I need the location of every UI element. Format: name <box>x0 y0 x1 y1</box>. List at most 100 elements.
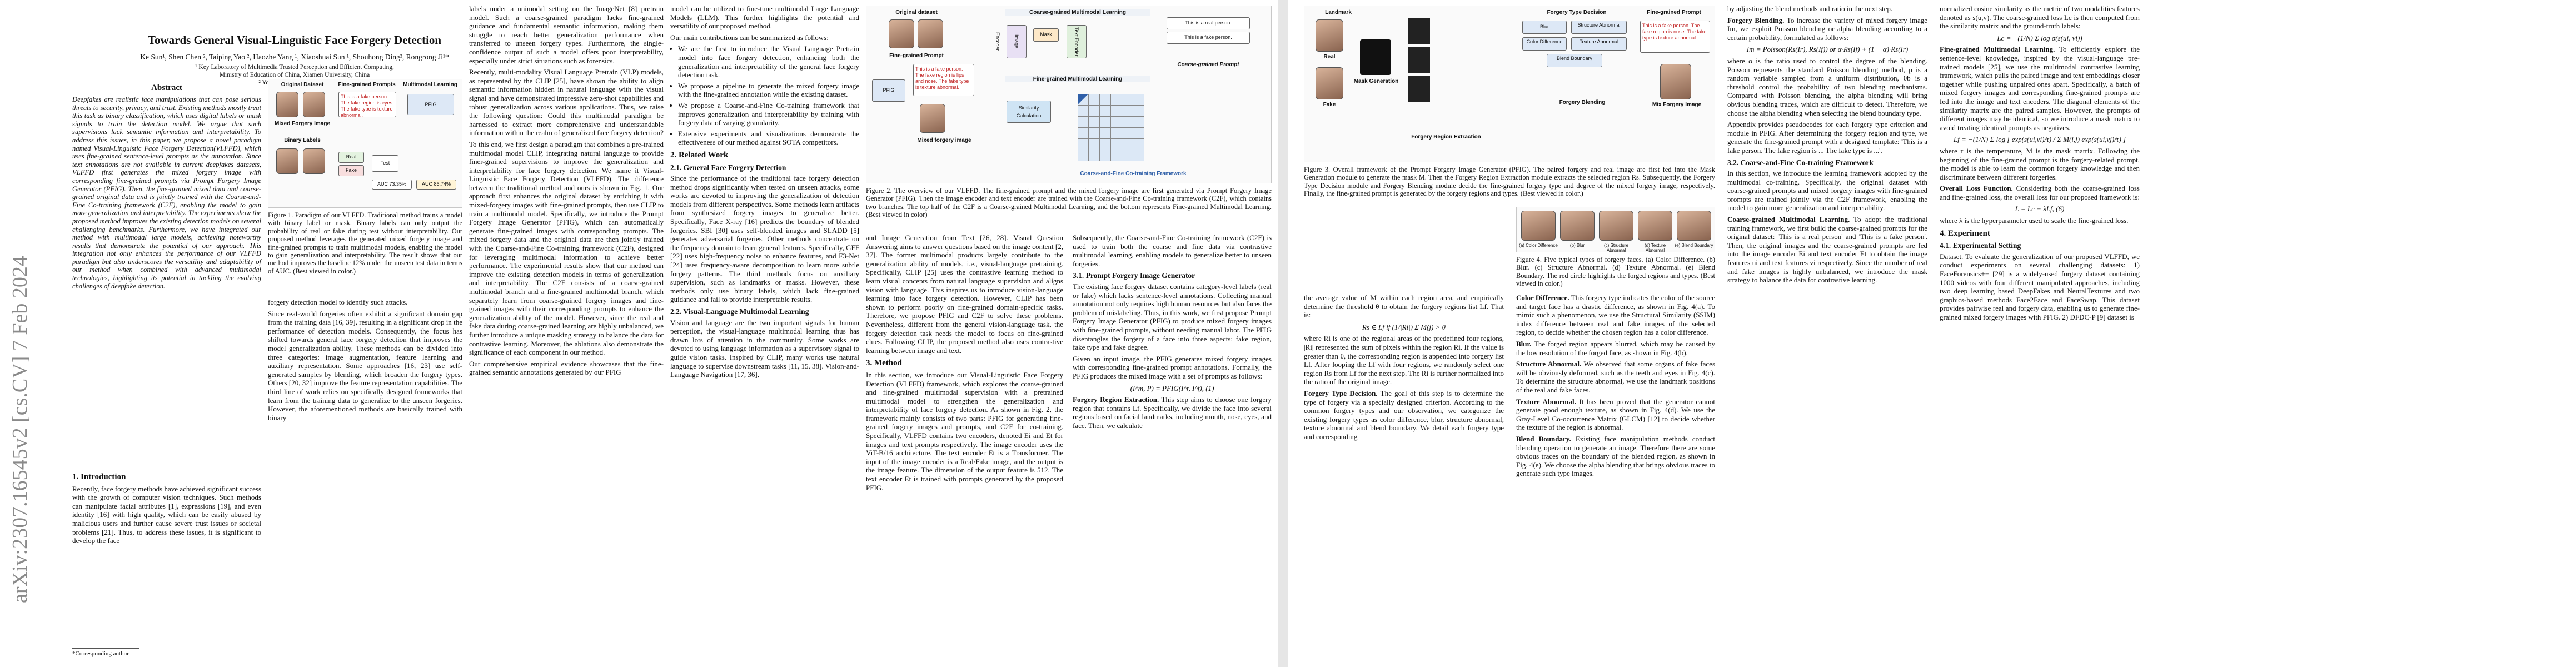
fig2-fine-label: Fine-grained Multimodal Learning <box>1005 76 1150 82</box>
subsection-heading: 3.2. Coarse-and-Fine Co-training Framewo… <box>1727 158 1874 167</box>
paragraph: Coarse-grained Multimodal Learning. To a… <box>1727 215 1927 285</box>
fig3-real-label: Real <box>1323 54 1336 60</box>
paragraph: labels under a unimodal setting on the I… <box>469 4 664 65</box>
fig4-label: (e) Blend Boundary <box>1675 243 1713 248</box>
paragraph: Since real-world forgeries often exhibit… <box>268 309 462 422</box>
inline-heading: Coarse-grained Multimodal Learning. <box>1727 215 1850 224</box>
paragraph: Vision and language are the two importan… <box>670 318 859 379</box>
paragraph: Subsequently, the Coarse-and-Fine Co-tra… <box>1073 233 1272 268</box>
paragraph: by adjusting the blend methods and ratio… <box>1727 4 1893 13</box>
face-image <box>889 19 914 48</box>
page2-column-3: by adjusting the blend methods and ratio… <box>1727 4 1927 287</box>
section-heading: 3. Method <box>866 359 902 368</box>
paragraph: Forgery Type Decision. The goal of this … <box>1304 389 1504 441</box>
inline-heading: Overall Loss Function. <box>1940 184 2013 193</box>
paragraph: where τ is the temperature, M is the mas… <box>1940 146 2140 181</box>
inline-text: We observed that some organs of fake fac… <box>1516 360 1716 394</box>
paragraph: Overall Loss Function. Considering both … <box>1940 184 2140 201</box>
face-image <box>276 92 298 117</box>
prompt-text: This is a fake person. The fake region i… <box>1642 23 1707 41</box>
fig1-fine-prompt-label: Fine-grained Prompts <box>338 82 396 88</box>
inline-text: Existing face manipulation methods condu… <box>1516 434 1715 478</box>
column-2-text: forgery detection model to identify such… <box>268 298 462 425</box>
subsection-heading: 4.1. Experimental Setting <box>1940 241 2021 250</box>
page-gutter <box>1278 0 1288 667</box>
face-image <box>918 19 943 48</box>
affiliation-line: Ministry of Education of China, Xiamen U… <box>219 72 370 78</box>
equation-3: Im = Poisson(Rs(Ir), Rs(If)) or α·Rs(If)… <box>1746 45 1909 54</box>
paper-page-2: Landmark Real Fake Mask Generation Forge… <box>1288 0 2576 667</box>
paragraph: Blend Boundary. Existing face manipulati… <box>1516 435 1715 478</box>
arxiv-stamp: arXiv:2307.16545v2 [cs.CV] 7 Feb 2024 <box>3 61 37 606</box>
fig2-mask-box: Mask <box>1033 28 1059 42</box>
page2-column-4: normalized cosine similarity as the metr… <box>1940 4 2140 325</box>
fig2-fine-prompt-label: Fine-grained Prompt <box>889 53 944 59</box>
fig3-ftd-label: Forgery Type Decision <box>1547 9 1607 16</box>
paragraph: In this section, we introduce the learni… <box>1727 169 1927 212</box>
fig3-color-box: Color Difference <box>1522 37 1567 51</box>
inline-heading: Forgery Type Decision. <box>1304 389 1378 397</box>
figure-3: Landmark Real Fake Mask Generation Forge… <box>1304 6 1715 162</box>
section-heading: 4. Experiment <box>1940 228 1990 238</box>
paragraph: In this section, we introduce our Visual… <box>866 370 1063 492</box>
section-heading: 2. Related Work <box>670 150 729 160</box>
paragraph: model can be utilized to fine-tune multi… <box>670 4 859 31</box>
introduction-section: 1. Introduction Recently, face forgery m… <box>72 469 261 548</box>
paragraph: Since the performance of the traditional… <box>670 174 859 304</box>
face-image <box>1677 211 1711 241</box>
list-item: Extensive experiments and visualizations… <box>678 130 859 147</box>
fig2-similarity-box: Similarity Calculation <box>1007 101 1051 123</box>
inline-text: This forgery type indicates the color of… <box>1516 293 1716 337</box>
equation-4: Lc = −(1/N) Σ log σ(s(ui, vi)) <box>1997 33 2082 42</box>
figure-1: Original Dataset Fine-grained Prompts Mu… <box>268 79 462 208</box>
fig1-prompt-box: This is a fake person. The fake region i… <box>338 92 396 118</box>
fig3-region-crop <box>1408 76 1430 102</box>
fig3-mix-label: Mix Forgery Image <box>1652 102 1702 108</box>
fig2-original-label: Original dataset <box>895 9 938 16</box>
face-image <box>1316 67 1343 99</box>
fig1-auc-ours: AUC 86.74% <box>416 180 456 190</box>
paragraph: Color Difference. This forgery type indi… <box>1516 293 1715 337</box>
face-image <box>1316 19 1343 52</box>
fig3-blend-box: Blend Boundary <box>1547 54 1602 67</box>
inline-heading: Blend Boundary. <box>1516 434 1571 443</box>
equation-5: Lf = −(1/N) Σ log [ exp(s(ui,vi)/τ) / Σ … <box>1953 135 2126 144</box>
fig3-mask-gen-label: Mask Generation <box>1353 78 1399 84</box>
fig2-pfig-box: PFIG <box>872 79 905 102</box>
fig3-region-crop <box>1408 18 1430 44</box>
paragraph: Our main contributions can be summarized… <box>670 33 829 42</box>
inline-text: To increase the variety of mixed forgery… <box>1727 16 1928 42</box>
fig1-multimodal-label: Multimodal Learning <box>403 82 457 88</box>
paragraph: Recently, multi-modality Visual Language… <box>469 68 664 137</box>
inline-text: The forged region appears blurred, which… <box>1516 339 1715 357</box>
face-image <box>1638 211 1672 241</box>
fig1-pfig-box: PFIG <box>407 94 454 115</box>
fig4-label: (a) Color Difference <box>1519 243 1558 248</box>
paper-title: Towards General Visual-Linguistic Face F… <box>147 33 442 47</box>
inline-heading: Forgery Region Extraction. <box>1073 395 1159 404</box>
inline-text: The goal of this step is to determine th… <box>1304 389 1504 441</box>
fig2-fake-text: This is a fake person. <box>1167 32 1250 44</box>
paragraph: Fine-grained Multimodal Learning. To eff… <box>1940 45 2140 132</box>
fig3-fgp-label: Fine-grained Prompt <box>1647 9 1701 16</box>
paragraph: Blur. The forged region appears blurred,… <box>1516 340 1715 357</box>
footnote: *Corresponding author <box>72 650 129 657</box>
fig3-fre-label: Forgery Region Extraction <box>1411 134 1481 140</box>
fig1-real-box: Real <box>338 152 364 163</box>
paragraph: Structure Abnormal. We observed that som… <box>1516 360 1715 394</box>
column-4-text: model can be utilized to fine-tune multi… <box>670 4 859 382</box>
paragraph: The existing face forgery dataset contai… <box>1073 282 1272 352</box>
footnote-rule <box>72 648 139 649</box>
paragraph: and Image Generation from Text [26, 28].… <box>866 233 1063 355</box>
paragraph: Texture Abnormal. It has been proved tha… <box>1516 397 1715 432</box>
figure-1-caption: Figure 1. Paradigm of our VLFFD. Traditi… <box>268 211 462 275</box>
paragraph: To this end, we first design a paradigm … <box>469 140 664 357</box>
inline-heading: Blur. <box>1516 339 1532 348</box>
fig2-similarity-matrix <box>1078 94 1144 161</box>
column-5-text: and Image Generation from Text [26, 28].… <box>866 233 1063 495</box>
fig4-label: (b) Blur <box>1569 243 1585 248</box>
paragraph: Recently, face forgery methods have achi… <box>72 484 261 545</box>
fig2-coarse-label: Coarse-grained Multimodal Learning <box>1005 9 1150 16</box>
abstract-text: Deepfakes are realistic face manipulatio… <box>72 96 261 290</box>
inline-heading: Forgery Blending. <box>1727 16 1785 24</box>
